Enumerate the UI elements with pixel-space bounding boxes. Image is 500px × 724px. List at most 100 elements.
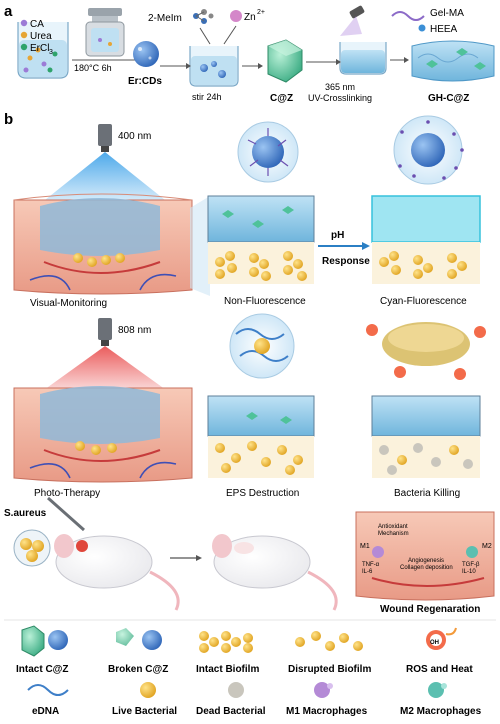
legend-ros-heat-label: ROS and Heat	[406, 664, 473, 675]
reagent-zn-charge: 2+	[257, 9, 265, 16]
broken-cz-zoom	[393, 115, 464, 185]
m2-label: M2	[482, 543, 492, 550]
legend-oh-label: OH	[430, 640, 439, 646]
legend-disrupted-biofilm-label: Disrupted Biofilm	[288, 664, 371, 675]
legend-edna-label: eDNA	[32, 706, 59, 717]
er-cds-particle	[133, 41, 159, 67]
cyan-fluorescence-view	[371, 195, 481, 284]
legend-ros-heat	[426, 627, 457, 650]
bacteria-killing-label: Bacteria Killing	[394, 488, 460, 499]
legend-intact-biofilm	[199, 631, 253, 653]
laser-400-icon	[30, 124, 180, 212]
angiogenesis-label: Angiogenesis	[408, 558, 444, 564]
il10-label: IL-10	[462, 569, 476, 575]
cyan-fluorescence-label: Cyan-Fluorescence	[380, 296, 467, 307]
autoclave-icon	[85, 8, 125, 57]
syringe-icon	[47, 496, 85, 532]
heea-label: HEEA	[430, 24, 458, 35]
ph-label: pH	[331, 230, 344, 241]
legend-m1-label: M1 Macrophages	[286, 706, 368, 717]
infected-mouse-icon	[54, 534, 180, 611]
legend-live-bacterial-label: Live Bacterial	[112, 706, 177, 717]
il6-label: IL-6	[362, 569, 373, 575]
ingredient-ca: CA	[30, 19, 44, 30]
collagen-deposition-label: Collagen deposition	[400, 565, 453, 571]
ercl-dot	[20, 43, 28, 51]
intact-biofilm-clusters	[215, 251, 307, 281]
bacteria-killing-view	[371, 395, 481, 478]
legend-disrupted-biofilm	[295, 631, 363, 651]
eps-destruction-zoom	[229, 313, 295, 379]
skin-model-1	[13, 193, 193, 295]
tnf-label: TNF-α	[362, 562, 380, 568]
panel-b: b 400 nm Visual-Monitoring	[4, 111, 495, 615]
tgf-label: TGF-β	[462, 562, 480, 568]
intact-cz-zoom	[237, 121, 299, 183]
ca-dot	[20, 19, 28, 27]
eps-destruction-view	[207, 395, 315, 478]
legend-m2-label: M2 Macrophages	[400, 706, 482, 717]
product2-label: C@Z	[270, 93, 293, 104]
ingredient-ercl-subscript: 3	[49, 49, 53, 56]
saureus-label: S.aureus	[4, 508, 47, 519]
zinc-ion-icon	[230, 10, 242, 22]
uv-lamp-icon	[340, 5, 365, 36]
ingredient-urea: Urea	[30, 31, 52, 42]
gelma-strand-icon	[391, 11, 425, 21]
step3-wavelength: 365 nm	[325, 82, 355, 92]
ingredient-list: CA Urea ErCl 3	[20, 19, 53, 56]
legend-edna-icon	[27, 684, 69, 696]
laser-808-icon	[30, 318, 180, 400]
reagent-zn: Zn	[244, 12, 256, 23]
panel-b-label: b	[4, 111, 13, 128]
response-label: Response	[322, 256, 370, 267]
legend-m2-icon	[428, 682, 447, 698]
non-fluorescence-view	[207, 195, 315, 284]
reagent-2-meim: 2-MeIm	[148, 13, 182, 24]
panel-a-label: a	[4, 3, 13, 20]
treated-mouse-icon	[212, 534, 338, 611]
product1-label: Er:CDs	[128, 76, 162, 87]
legend-live-bacterial-icon	[140, 682, 156, 698]
meim-molecule-icon	[193, 9, 214, 24]
c-at-z-crystal	[267, 39, 303, 83]
antioxidant-label: Antioxidant	[378, 524, 408, 530]
wound-spot	[76, 540, 88, 552]
legend-intact-cz-label: Intact C@Z	[16, 664, 69, 675]
saureus-dish-icon	[13, 529, 51, 567]
legend-broken-cz-label: Broken C@Z	[108, 664, 168, 675]
gel-ma-label: Gel-MA	[430, 8, 464, 19]
product3-label: GH-C@Z	[428, 93, 469, 104]
urea-dot	[20, 31, 28, 39]
bacteria-killing-zoom	[366, 322, 486, 380]
gh-cz-hydrogel-patch	[411, 40, 495, 82]
panel-a: a CA Urea ErCl 3 180°C 6h	[4, 3, 495, 104]
step3-uv-crosslinking: UV-Crosslinking	[308, 93, 372, 103]
ingredient-ercl: ErCl	[30, 43, 49, 54]
non-fluorescence-label: Non-Fluorescence	[224, 296, 306, 307]
crosslink-beaker	[339, 42, 387, 75]
skin-model-2	[13, 386, 193, 483]
reaction-beaker	[189, 46, 239, 87]
heea-dot	[418, 24, 426, 32]
laser-808-label: 808 nm	[118, 325, 151, 336]
laser-400-label: 400 nm	[118, 131, 151, 142]
m1-label: M1	[360, 543, 370, 550]
eps-destruction-label: EPS Destruction	[226, 488, 299, 499]
visual-monitoring-label: Visual-Monitoring	[30, 298, 107, 309]
legend: Intact C@Z Broken C@Z Intact Biofilm Dis…	[4, 619, 496, 717]
antioxidant-mechanism-label: Mechanism	[378, 531, 409, 537]
zoom-band-1	[190, 196, 210, 296]
step1-label: 180°C 6h	[74, 63, 112, 73]
photo-therapy-label: Photo-Therapy	[34, 488, 100, 499]
legend-broken-cz	[116, 628, 162, 650]
step2-label: stir 24h	[192, 92, 222, 102]
legend-dead-bacterial-label: Dead Bacterial	[196, 706, 266, 717]
legend-intact-cz	[21, 625, 68, 657]
wound-regeneration-view	[355, 511, 495, 601]
legend-m1-icon	[314, 682, 333, 698]
wound-regeneration-label: Wound Regenaration	[380, 604, 480, 615]
legend-dead-bacterial-icon	[228, 682, 244, 698]
legend-intact-biofilm-label: Intact Biofilm	[196, 664, 259, 675]
